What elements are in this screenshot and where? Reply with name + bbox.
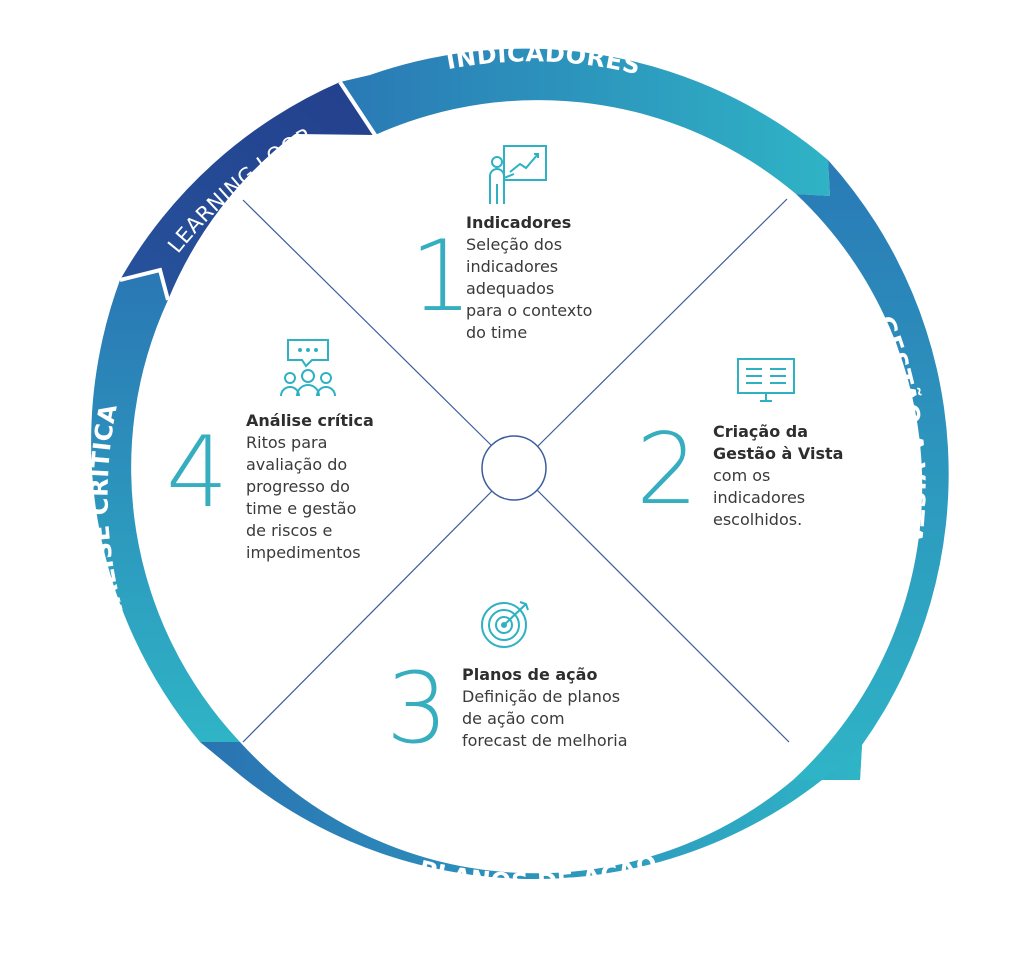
divider-line xyxy=(536,198,788,448)
arrow-separator xyxy=(338,80,378,174)
ring-segment-planos xyxy=(200,742,862,880)
step-desc-line: indicadores xyxy=(713,488,806,507)
step-desc-line: forecast de melhoria xyxy=(462,731,628,750)
step-title: Criação da xyxy=(713,422,809,441)
presentation-chart-icon xyxy=(489,145,547,204)
step-desc-line: time e gestão xyxy=(246,499,357,518)
step-number: 2 xyxy=(636,413,699,527)
step-desc-line: progresso do xyxy=(246,477,350,496)
step-number: 4 xyxy=(166,416,229,530)
step-number: 3 xyxy=(386,652,449,766)
step-2: 2 Criação da Gestão à Vista com os indic… xyxy=(636,355,866,545)
ring-segment-gestao xyxy=(793,160,949,780)
step-desc-line: impedimentos xyxy=(246,543,361,562)
step-desc-line: para o contexto xyxy=(466,301,593,320)
ring-segment-learning-loop xyxy=(120,82,375,300)
monitor-icon xyxy=(737,358,795,402)
step-1: 1 Indicadores Seleção dos indicadores ad… xyxy=(410,140,650,360)
step-desc-line: adequados xyxy=(466,279,555,298)
step-number: 1 xyxy=(410,220,473,334)
team-discussion-icon xyxy=(280,339,336,397)
step-3: 3 Planos de ação Definição de planos de … xyxy=(386,598,676,758)
step-desc-line: escolhidos. xyxy=(713,510,803,529)
divider-line xyxy=(536,489,790,743)
step-desc-line: avaliação do xyxy=(246,455,348,474)
divider-line xyxy=(242,489,494,743)
step-desc-line: com os xyxy=(713,466,771,485)
divider-line xyxy=(242,199,494,448)
step-desc-line: Ritos para xyxy=(246,433,328,452)
step-desc-line: de ação com xyxy=(462,709,565,728)
step-title: Gestão à Vista xyxy=(713,444,844,463)
step-title: Análise crítica xyxy=(246,411,374,430)
ring-segment-indicadores xyxy=(340,48,830,196)
arrow-separator xyxy=(119,267,170,301)
step-title: Indicadores xyxy=(466,213,572,232)
step-desc-line: Definição de planos xyxy=(462,687,621,706)
ring-segment-analise xyxy=(91,270,240,742)
center-circle xyxy=(481,435,547,501)
ring-label-planos: PLANOS DE AÇÃO xyxy=(416,849,661,896)
step-4: 4 Análise crítica Ritos para avaliação d… xyxy=(166,334,406,574)
step-desc-line: de riscos e xyxy=(246,521,333,540)
step-title: Planos de ação xyxy=(462,665,598,684)
step-desc-line: do time xyxy=(466,323,528,342)
step-desc-line: indicadores xyxy=(466,257,559,276)
step-desc-line: Seleção dos xyxy=(466,235,563,254)
target-icon xyxy=(481,601,529,648)
